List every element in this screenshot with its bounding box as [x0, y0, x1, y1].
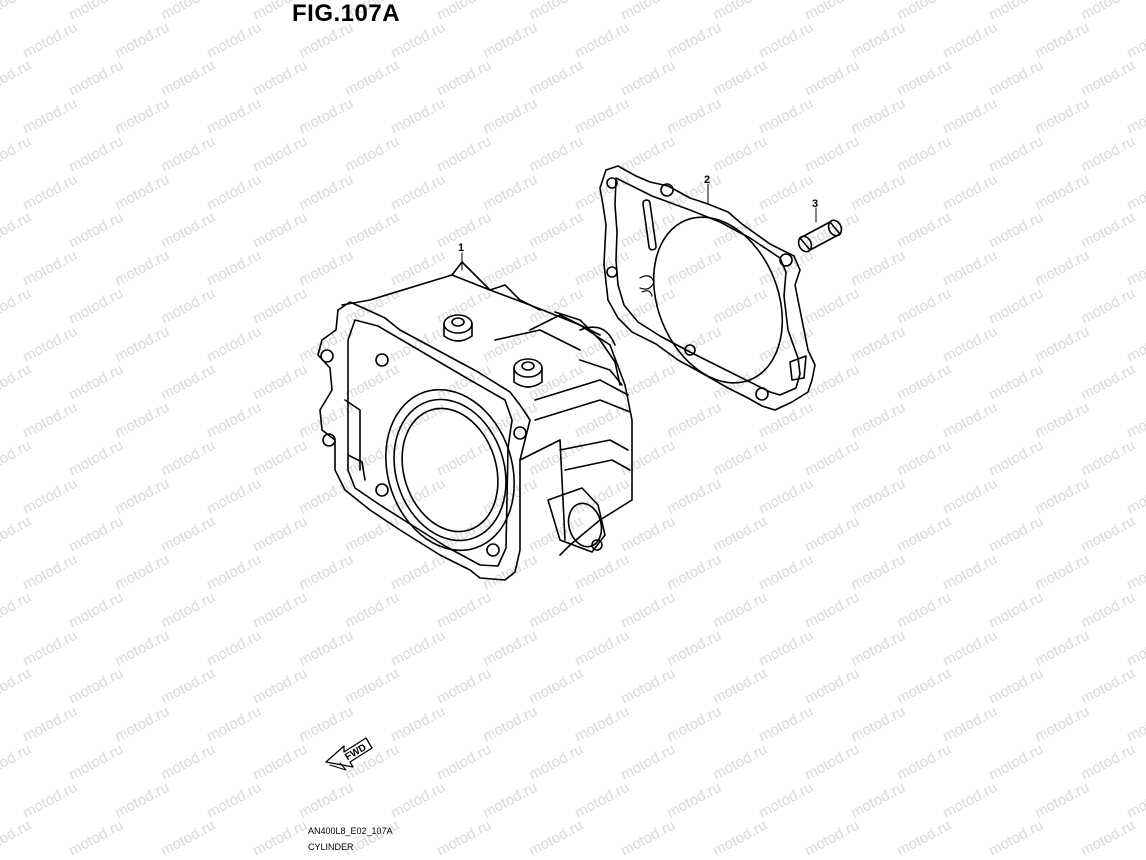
- dowel-pin-part[interactable]: [796, 207, 844, 254]
- diagram-caption: CYLINDER: [308, 842, 354, 852]
- gasket-part[interactable]: [599, 165, 816, 411]
- fwd-label: FWD: [343, 742, 368, 763]
- figure-title: FIG.107A: [292, 0, 401, 27]
- diagram-code: AN400L8_E02_107A: [308, 826, 393, 836]
- callout-2: 2: [704, 174, 710, 186]
- forward-direction-arrow: FWD: [325, 737, 373, 771]
- callout-1: 1: [458, 242, 464, 254]
- callout-3: 3: [812, 198, 818, 210]
- cylinder-part[interactable]: [317, 252, 633, 581]
